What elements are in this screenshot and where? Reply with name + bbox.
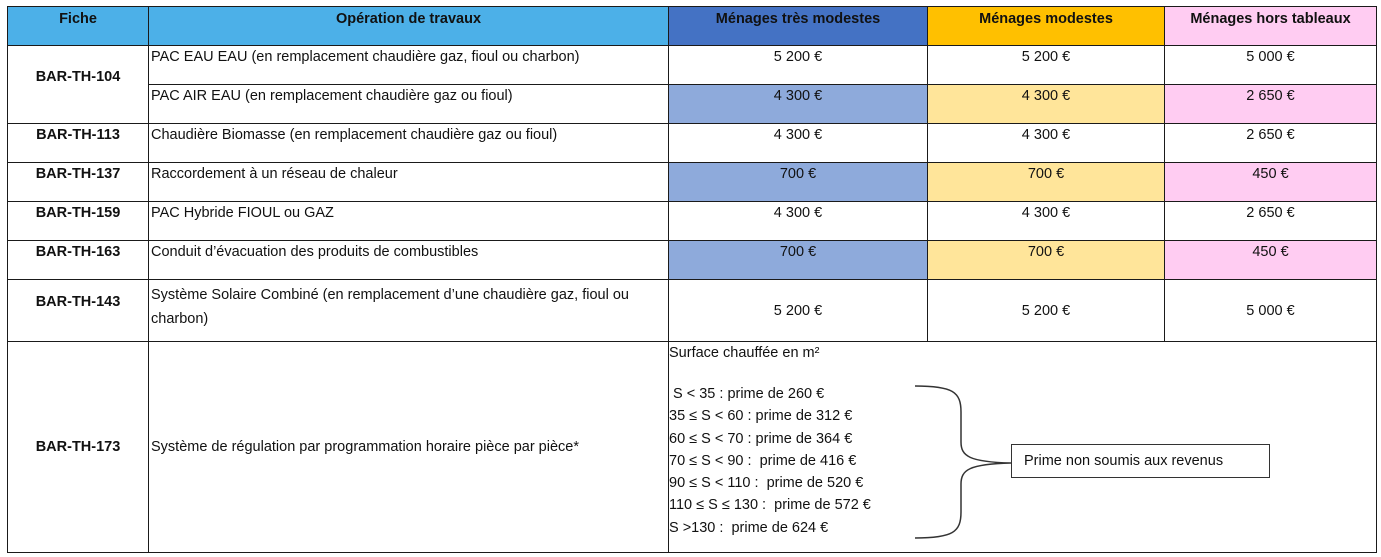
tier-item: S < 35 : prime de 260 €: [669, 386, 825, 402]
surface-panel: Surface chauffée en m² S < 35 : prime de…: [669, 343, 1376, 552]
fiche-cell: BAR-TH-113: [7, 123, 149, 163]
tres-modestes-cell: 4 300 €: [668, 84, 928, 124]
header-modestes: Ménages modestes: [927, 6, 1165, 46]
hors-tableaux-cell: 2 650 €: [1164, 123, 1377, 163]
fiche-cell: BAR-TH-163: [7, 240, 149, 280]
tier-item: S >130 : prime de 624 €: [669, 519, 829, 536]
table-row: PAC AIR EAU (en remplacement chaudière g…: [8, 84, 1377, 124]
operation-cell: Système de régulation par programmation …: [148, 341, 669, 553]
fiche-cell: BAR-TH-143: [7, 279, 149, 342]
operation-cell: Système Solaire Combiné (en remplacement…: [148, 279, 669, 342]
surface-title: Surface chauffée en m²: [669, 345, 820, 361]
hors-tableaux-cell: 5 000 €: [1164, 279, 1377, 342]
tier-item: 60 ≤ S < 70 : prime de 364 €: [669, 430, 853, 447]
header-fiche: Fiche: [7, 6, 149, 46]
operation-cell: Raccordement à un réseau de chaleur: [148, 162, 669, 202]
tier-item: 70 ≤ S < 90 : prime de 416 €: [669, 452, 857, 469]
table-row: BAR-TH-173 Système de régulation par pro…: [7, 341, 1377, 553]
tier-item: 90 ≤ S < 110 : prime de 520 €: [669, 475, 864, 492]
fiche-cell: BAR-TH-104: [7, 45, 149, 124]
modestes-cell: 4 300 €: [927, 123, 1165, 163]
fiche-cell: BAR-TH-173: [7, 341, 149, 553]
hors-tableaux-cell: 2 650 €: [1164, 201, 1377, 241]
header-tres-modestes: Ménages très modestes: [668, 6, 928, 46]
operation-cell: PAC Hybride FIOUL ou GAZ: [148, 201, 669, 241]
modestes-cell: 700 €: [927, 162, 1165, 202]
table-row: BAR-TH-163 Conduit d’évacuation des prod…: [7, 240, 1377, 280]
tres-modestes-cell: 4 300 €: [668, 201, 928, 241]
tres-modestes-cell: 700 €: [668, 162, 928, 202]
modestes-cell: 700 €: [927, 240, 1165, 280]
operation-cell: Chaudière Biomasse (en remplacement chau…: [148, 123, 669, 163]
tier-list: S < 35 : prime de 260 € 35 ≤ S < 60 : pr…: [669, 383, 871, 539]
table-row: BAR-TH-143 Système Solaire Combiné (en r…: [7, 279, 1377, 342]
operation-cell: Conduit d’évacuation des produits de com…: [148, 240, 669, 280]
curly-brace-icon: [914, 385, 1012, 539]
modestes-cell: 4 300 €: [927, 84, 1165, 124]
modestes-cell: 5 200 €: [927, 279, 1165, 342]
modestes-cell: 4 300 €: [927, 201, 1165, 241]
tier-item: 35 ≤ S < 60 : prime de 312 €: [669, 408, 853, 425]
operation-cell: PAC AIR EAU (en remplacement chaudière g…: [148, 84, 669, 124]
hors-tableaux-cell: 450 €: [1164, 240, 1377, 280]
table-row: BAR-TH-137 Raccordement à un réseau de c…: [7, 162, 1377, 202]
surface-cell: Surface chauffée en m² S < 35 : prime de…: [668, 341, 1377, 553]
table-row: BAR-TH-159 PAC Hybride FIOUL ou GAZ 4 30…: [7, 201, 1377, 241]
table-row: BAR-TH-113 Chaudière Biomasse (en rempla…: [7, 123, 1377, 163]
tres-modestes-cell: 5 200 €: [668, 45, 928, 85]
operation-cell: PAC EAU EAU (en remplacement chaudière g…: [148, 45, 669, 85]
tres-modestes-cell: 4 300 €: [668, 123, 928, 163]
tres-modestes-cell: 700 €: [668, 240, 928, 280]
tier-item: 110 ≤ S ≤ 130 : prime de 572 €: [669, 497, 871, 514]
hors-tableaux-cell: 450 €: [1164, 162, 1377, 202]
fiche-cell: BAR-TH-159: [7, 201, 149, 241]
income-note-box: Prime non soumis aux revenus: [1011, 444, 1270, 478]
primes-table: Fiche Opération de travaux Ménages très …: [7, 6, 1377, 553]
modestes-cell: 5 200 €: [927, 45, 1165, 85]
hors-tableaux-cell: 2 650 €: [1164, 84, 1377, 124]
header-hors-tableaux: Ménages hors tableaux: [1164, 6, 1377, 46]
header-operation: Opération de travaux: [148, 6, 669, 46]
header-row: Fiche Opération de travaux Ménages très …: [7, 6, 1377, 46]
fiche-cell: BAR-TH-137: [7, 162, 149, 202]
tres-modestes-cell: 5 200 €: [668, 279, 928, 342]
hors-tableaux-cell: 5 000 €: [1164, 45, 1377, 85]
table-row: BAR-TH-104 PAC EAU EAU (en remplacement …: [7, 45, 1377, 124]
